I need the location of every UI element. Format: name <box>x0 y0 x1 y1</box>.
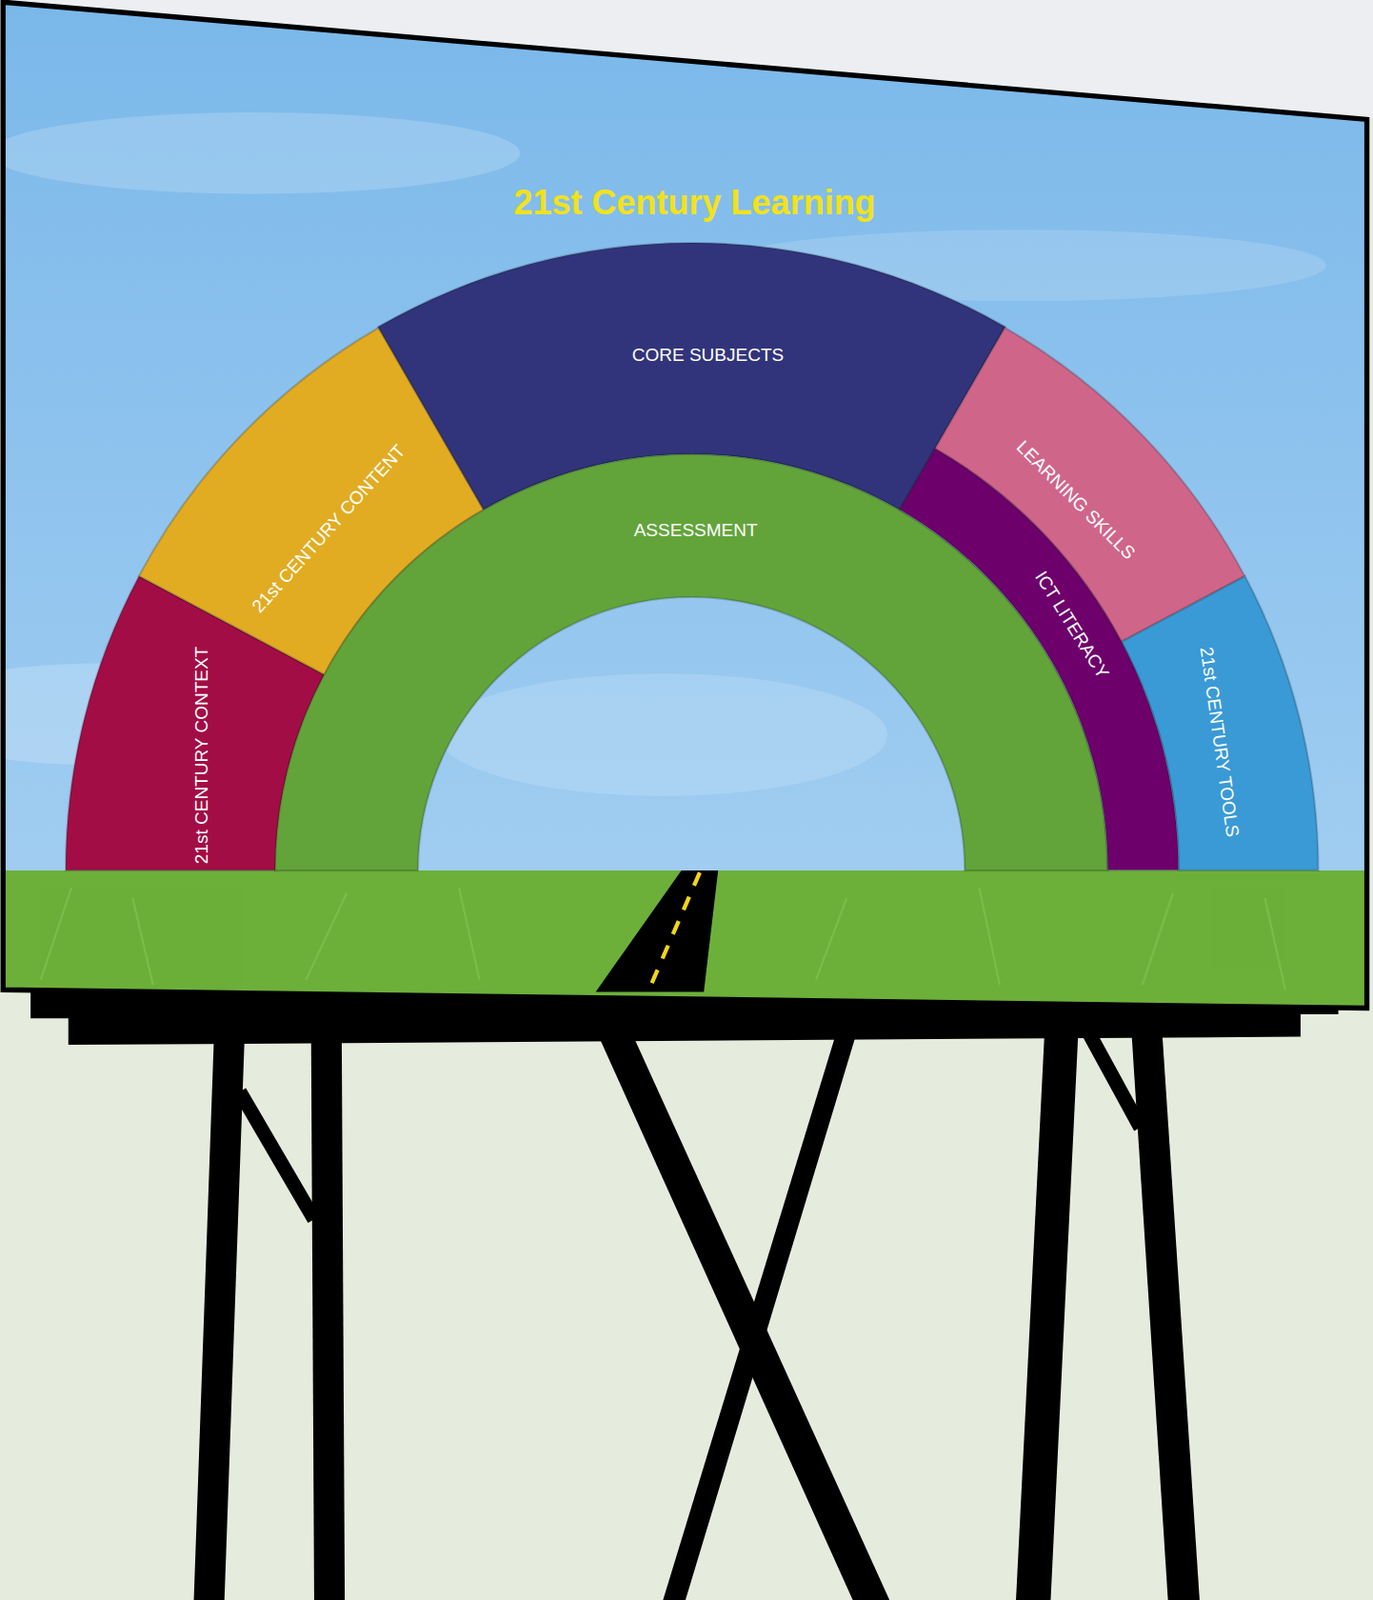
arc-segment: ICT LITERACY <box>899 448 1178 871</box>
road-marking <box>649 872 699 988</box>
diagram-title: 21st Century Learning <box>314 183 1076 222</box>
cloud <box>0 112 520 195</box>
segment-fill <box>899 448 1178 871</box>
board-frame <box>2 1 1367 1008</box>
segment-label: ASSESSMENT <box>634 520 758 539</box>
easel-brace <box>239 1091 315 1219</box>
segment-label: 21st CENTURY CONTEXT <box>192 646 211 864</box>
easel-legs <box>194 1012 1200 1600</box>
easel-brace <box>1078 1014 1140 1128</box>
board-scene <box>0 0 1373 1015</box>
cloud <box>438 673 888 796</box>
road <box>596 870 719 992</box>
segment-label: CORE SUBJECTS <box>632 344 784 363</box>
segment-shape <box>899 448 1178 871</box>
